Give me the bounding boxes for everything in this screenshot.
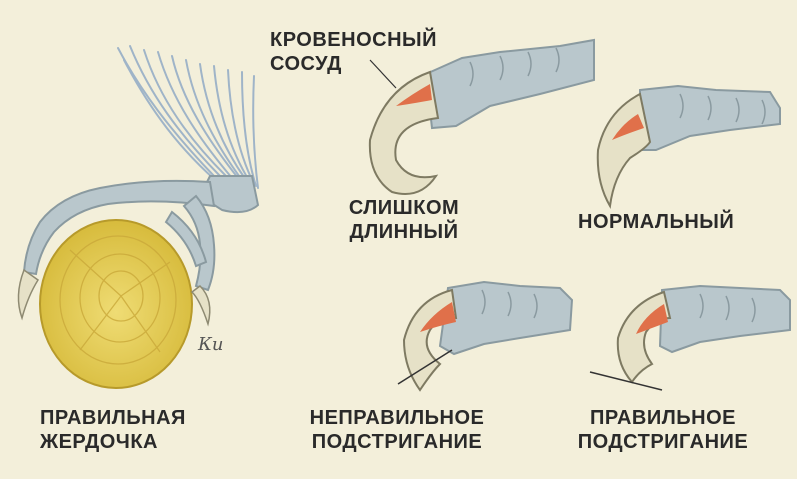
label-blood-vessel: КРОВЕНОСНЫЙ СОСУД xyxy=(270,29,437,75)
label-right-trim: ПРАВИЛЬНОЕ ПОДСТРИГАНИЕ xyxy=(577,407,749,453)
artist-signature: Ки xyxy=(198,334,224,355)
feathers-icon xyxy=(117,45,259,189)
label-normal: НОРМАЛЬНЫЙ xyxy=(578,211,735,233)
label-correct-perch: ПРАВИЛЬНАЯ ЖЕРДОЧКА xyxy=(40,407,186,453)
normal-claw-illustration xyxy=(596,84,781,210)
wrong-trim-claw-illustration xyxy=(397,280,574,392)
bird-foot-on-perch-illustration xyxy=(17,45,260,389)
label-too-long: СЛИШКОМ ДЛИННЫЙ xyxy=(348,197,460,243)
label-wrong-trim: НЕПРАВИЛЬНОЕ ПОДСТРИГАНИЕ xyxy=(309,407,485,453)
right-trim-claw-illustration xyxy=(589,284,791,391)
overgrown-claw-illustration xyxy=(368,38,595,195)
perch-icon xyxy=(39,219,193,389)
